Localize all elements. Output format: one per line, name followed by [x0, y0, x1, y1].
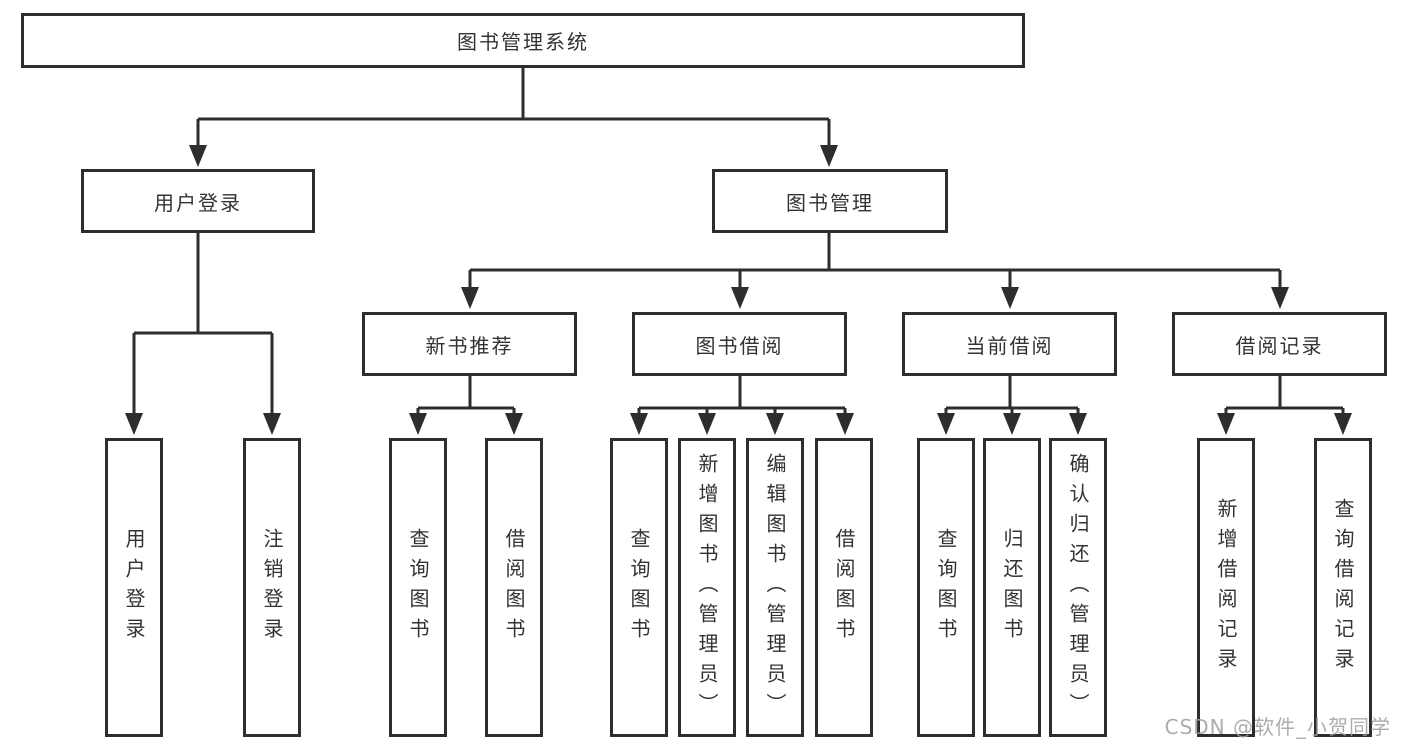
leaf-borrow-books: 借阅图书 — [485, 438, 543, 737]
leaf-borrow-books: 借阅图书 — [815, 438, 873, 737]
node-book-borrowing: 图书借阅 — [632, 312, 847, 376]
node-label: 查询图书 — [627, 527, 651, 648]
leaf-return-books: 归还图书 — [983, 438, 1041, 737]
leaf-add-borrow-record: 新增借阅记录 — [1197, 438, 1255, 737]
node-book-management: 图书管理 — [712, 169, 948, 233]
node-label: 归还图书 — [1000, 527, 1024, 648]
node-label: 图书管理 — [786, 190, 874, 215]
node-current-borrowing: 当前借阅 — [902, 312, 1117, 376]
node-label: 图书借阅 — [695, 333, 784, 358]
leaf-query-books: 查询图书 — [610, 438, 668, 737]
node-label: 借阅记录 — [1235, 333, 1324, 358]
leaf-logout: 注销登录 — [243, 438, 301, 737]
watermark: CSDN @软件_小贺同学 — [1164, 715, 1391, 739]
leaf-user-login: 用户登录 — [105, 438, 163, 737]
node-label: 借阅图书 — [502, 527, 526, 648]
node-label: 确认归还（管理员） — [1066, 452, 1090, 723]
node-borrowing-records: 借阅记录 — [1172, 312, 1387, 376]
node-label: 编辑图书（管理员） — [763, 452, 787, 723]
leaf-query-books: 查询图书 — [917, 438, 975, 737]
node-label: 新书推荐 — [425, 333, 514, 358]
node-label: 查询图书 — [934, 527, 958, 648]
leaf-query-borrow-record: 查询借阅记录 — [1314, 438, 1372, 737]
node-label: 新增图书（管理员） — [695, 452, 719, 723]
node-new-book-recommendation: 新书推荐 — [362, 312, 577, 376]
node-label: 注销登录 — [260, 527, 284, 648]
node-label: 查询图书 — [406, 527, 430, 648]
node-library-management-system: 图书管理系统 — [21, 13, 1025, 68]
node-label: 当前借阅 — [965, 333, 1054, 358]
node-label: 新增借阅记录 — [1214, 497, 1238, 678]
node-label: 用户登录 — [154, 190, 242, 215]
node-user-login: 用户登录 — [81, 169, 315, 233]
node-label: 图书管理系统 — [457, 30, 589, 54]
node-label: 查询借阅记录 — [1331, 497, 1355, 678]
leaf-query-books: 查询图书 — [389, 438, 447, 737]
node-label: 用户登录 — [122, 527, 146, 648]
leaf-add-books-admin: 新增图书（管理员） — [678, 438, 736, 737]
leaf-edit-books-admin: 编辑图书（管理员） — [746, 438, 804, 737]
node-label: 借阅图书 — [832, 527, 856, 648]
arrowhead-icons — [125, 145, 1352, 435]
leaf-confirm-return-admin: 确认归还（管理员） — [1049, 438, 1107, 737]
